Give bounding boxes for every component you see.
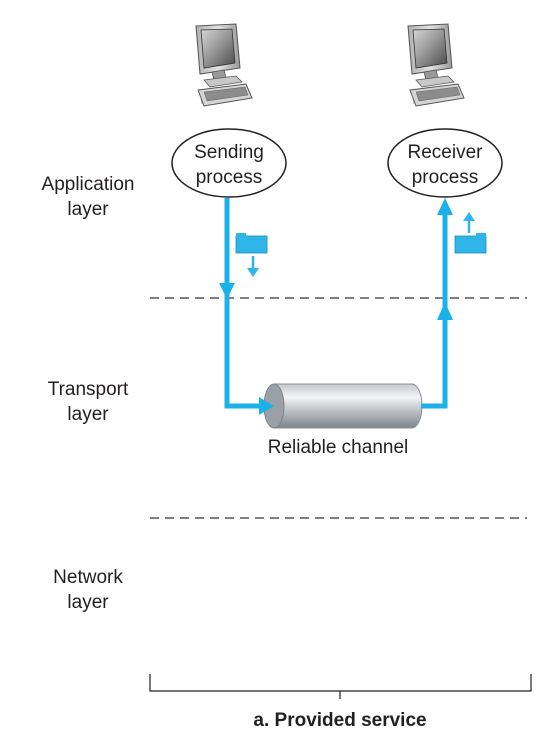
receiver-up-arrowhead-top (437, 198, 453, 215)
receiver-process-ellipse (387, 128, 503, 198)
application-layer-label-2: layer (67, 199, 109, 220)
application-layer-label: Application (42, 174, 135, 195)
receiver-flow-arrow (421, 210, 448, 409)
receiver-packet-icon (454, 212, 487, 254)
sending-process-ellipse (171, 128, 287, 198)
network-layer-label: Network (53, 567, 123, 588)
receiver-process-label: Receiver (408, 142, 484, 163)
transport-layer-label: Transport (48, 379, 129, 400)
receiver-process-label-2: process (412, 167, 479, 188)
sender-down-arrowhead (219, 283, 235, 299)
receiver-computer-icon (407, 23, 465, 107)
receiver-up-arrowhead-lower (437, 302, 453, 320)
channel-entry-arrowhead (259, 397, 274, 415)
reliable-channel-label: Reliable channel (268, 437, 409, 458)
sending-process-label: Sending (194, 142, 264, 163)
transport-layer-label-2: layer (67, 404, 109, 425)
sender-flow-arrow (224, 198, 262, 409)
caption: a. Provided service (253, 710, 426, 731)
service-bracket (149, 674, 532, 699)
network-layer-label-2: layer (67, 592, 109, 613)
sender-packet-icon (235, 233, 268, 277)
sending-process-label-2: process (196, 167, 263, 188)
reliable-channel-cylinder (263, 383, 423, 429)
sender-computer-icon (195, 23, 253, 107)
